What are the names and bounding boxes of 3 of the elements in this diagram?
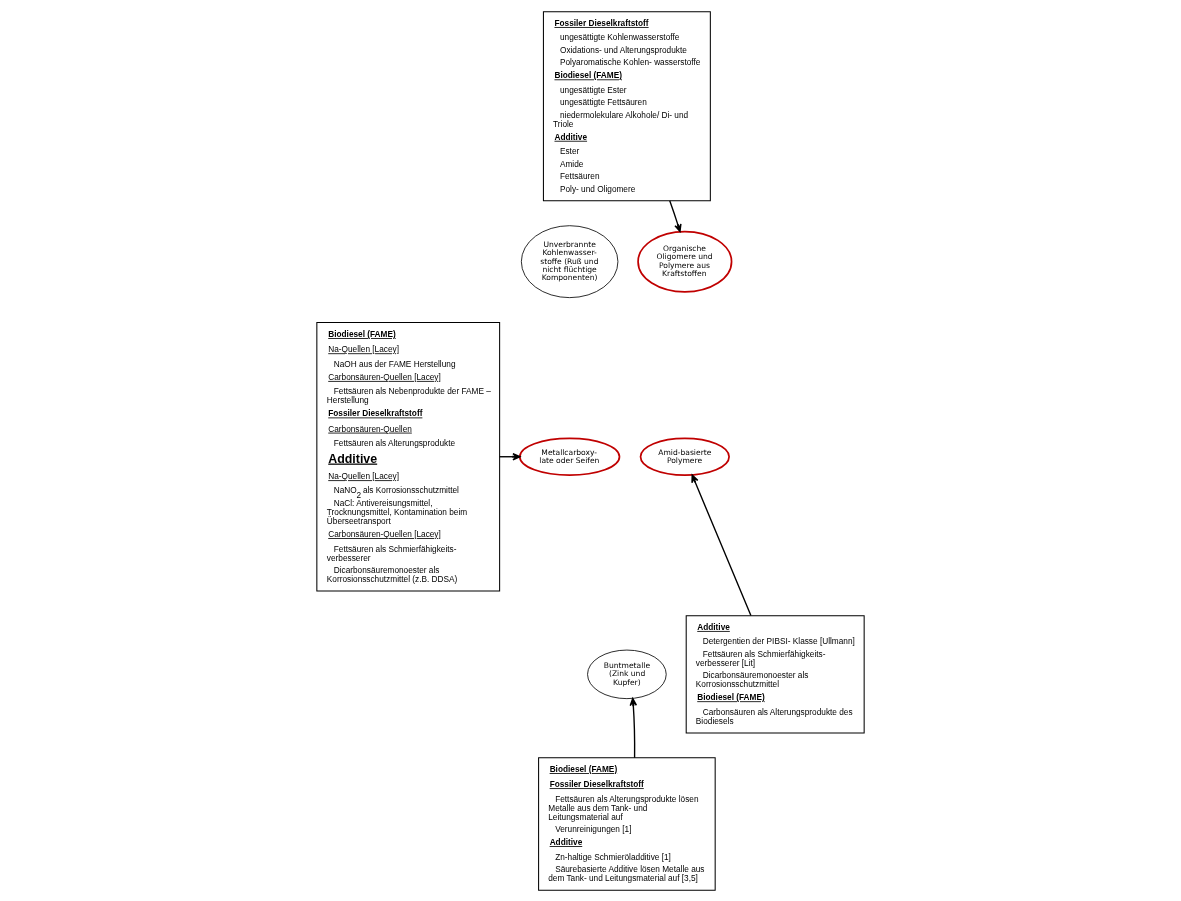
arrow — [629, 697, 638, 758]
arrow — [691, 473, 752, 616]
arrow — [669, 199, 682, 232]
